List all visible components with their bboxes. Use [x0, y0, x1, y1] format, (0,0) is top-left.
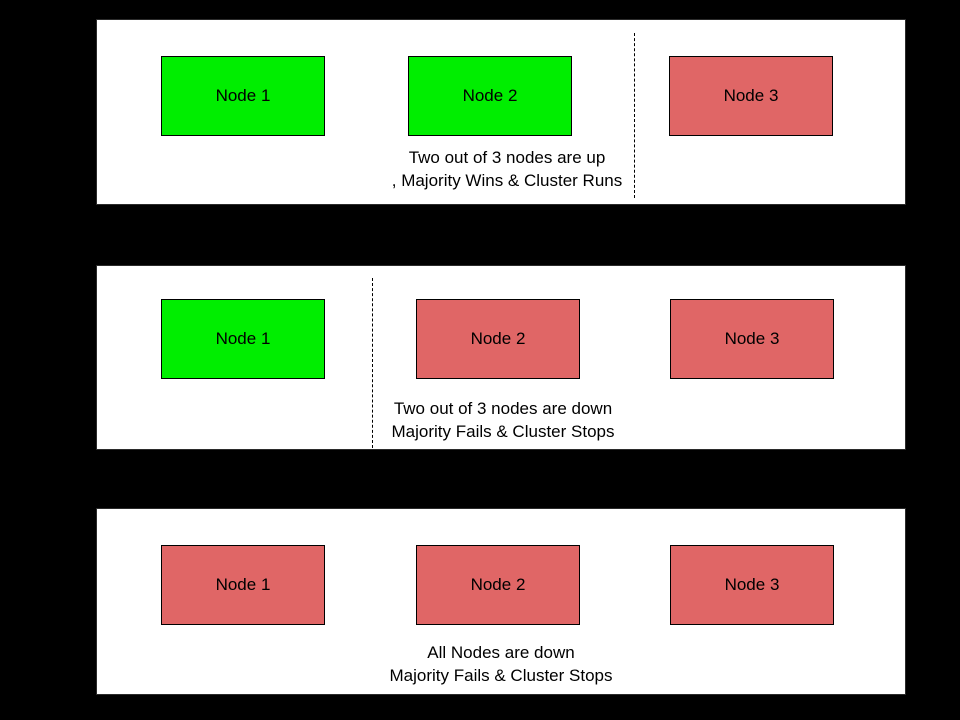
- caption-line-1: Two out of 3 nodes are down: [393, 399, 613, 418]
- node-3-label: Node 3: [724, 575, 780, 594]
- node-2-down-box: Node 2: [416, 299, 580, 379]
- node-3-label: Node 3: [724, 329, 780, 348]
- node-3-down-box: Node 3: [670, 545, 834, 625]
- node-3-label: Node 3: [723, 86, 779, 105]
- node-1-up-box: Node 1: [161, 299, 325, 379]
- panel-two-nodes-up: Node 1 Node 2 Node 3 Two out of 3 nodes …: [96, 19, 906, 205]
- caption-line-2: , Majority Wins & Cluster Runs: [391, 171, 623, 190]
- node-1-down-box: Node 1: [161, 545, 325, 625]
- partition-dashed-line: [372, 278, 373, 448]
- panel-caption: Two out of 3 nodes are up , Majority Win…: [392, 146, 623, 192]
- node-3-down-box: Node 3: [670, 299, 834, 379]
- caption-line-1: Two out of 3 nodes are up: [408, 148, 606, 167]
- partition-dashed-line: [634, 33, 635, 198]
- node-2-up-box: Node 2: [408, 56, 572, 136]
- caption-line-1: All Nodes are down: [427, 643, 575, 662]
- node-1-label: Node 1: [215, 329, 271, 348]
- panel-all-nodes-down: Node 1 Node 2 Node 3 All Nodes are down …: [96, 508, 906, 695]
- node-1-up-box: Node 1: [161, 56, 325, 136]
- panel-caption: Two out of 3 nodes are down Majority Fai…: [392, 397, 615, 443]
- node-2-label: Node 2: [470, 575, 526, 594]
- caption-line-2: Majority Fails & Cluster Stops: [389, 666, 613, 685]
- node-2-label: Node 2: [470, 329, 526, 348]
- node-2-label: Node 2: [462, 86, 518, 105]
- node-3-down-box: Node 3: [669, 56, 833, 136]
- panel-two-nodes-down: Node 1 Node 2 Node 3 Two out of 3 nodes …: [96, 265, 906, 450]
- panel-caption: All Nodes are down Majority Fails & Clus…: [390, 641, 613, 687]
- node-1-label: Node 1: [215, 86, 271, 105]
- caption-line-2: Majority Fails & Cluster Stops: [391, 422, 615, 441]
- node-1-label: Node 1: [215, 575, 271, 594]
- node-2-down-box: Node 2: [416, 545, 580, 625]
